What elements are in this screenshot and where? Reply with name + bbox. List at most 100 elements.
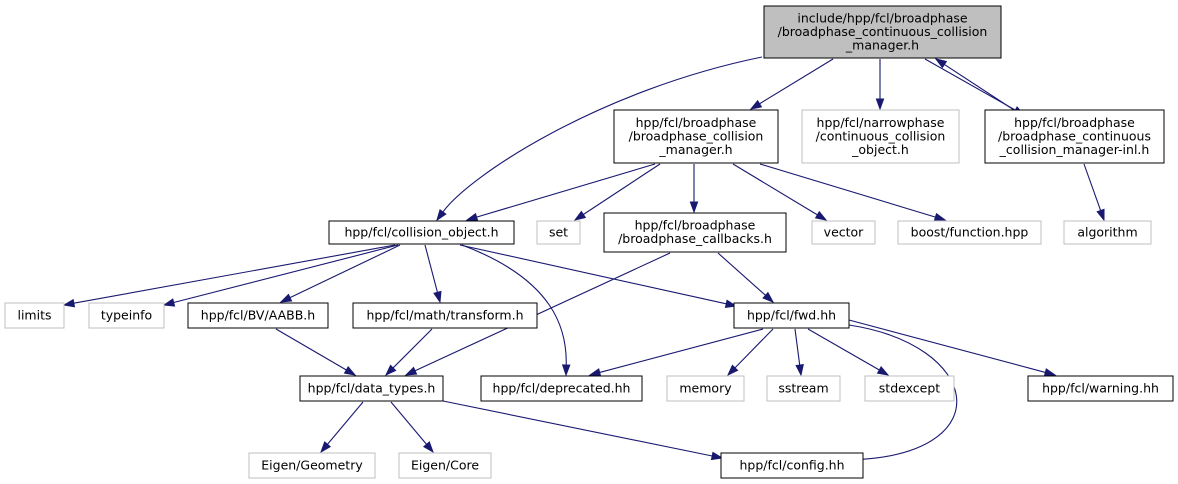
node-label-line: boost/function.hpp [911,224,1029,239]
edge-line [442,400,713,457]
node-label-line: Eigen/Geometry [261,457,363,472]
node-cb[interactable]: hpp/fcl/broadphase/broadphase_callbacks.… [603,212,787,253]
node-box [897,220,1042,245]
arrowhead [588,368,602,377]
edge-datatypes-to-config [442,400,724,461]
node-co[interactable]: hpp/fcl/collision_object.h [328,220,515,245]
edge-line [173,244,399,304]
node-warning[interactable]: hpp/fcl/warning.hh [1027,375,1174,402]
arrowhead [814,210,828,221]
edge-line [289,244,401,299]
edge-line [848,319,1046,373]
node-label-line: /broadphase_collision [629,128,764,143]
arrowhead [749,99,763,110]
node-box [299,375,444,402]
node-label-line: _object.h [851,142,909,157]
node-fwd[interactable]: hpp/fcl/fwd.hh [733,302,850,329]
edge-bcm-to-set [573,163,661,221]
edge-aabb-to-datatypes [275,328,357,376]
edge-line [275,328,347,371]
node-inl[interactable]: hpp/fcl/broadphase/broadphase_continuous… [984,109,1165,164]
node-label-line: stdexcept [879,380,940,395]
arrowhead [710,451,724,461]
edge-fwd-to-warning [848,319,1057,377]
edge-line [583,163,661,215]
node-root[interactable]: include/hpp/fcl/broadphase/broadphase_co… [763,5,1002,59]
node-limits: limits [4,302,65,329]
edge-line [732,163,818,216]
node-label-line: Eigen/Core [411,457,479,472]
edge-line [392,328,433,369]
arrowhead [762,291,775,303]
arrowhead [465,212,479,222]
edge-root-to-bcm [749,58,834,110]
node-eigencore: Eigen/Core [398,452,492,479]
arrowhead [934,58,948,69]
arrowhead [422,441,434,454]
node-label-line: hpp/fcl/broadphase [1014,115,1135,130]
node-datatypes[interactable]: hpp/fcl/data_types.h [299,375,444,402]
node-box [536,220,581,245]
node-label-line: hpp/fcl/broadphase [636,115,757,130]
node-label-line: include/hpp/fcl/broadphase [797,10,968,25]
arrowhead [320,441,332,454]
node-label-line: _collision_manager-inl.h [999,142,1150,157]
edge-cb-to-datatypes [404,252,671,376]
arrowhead [162,298,176,307]
node-aabb[interactable]: hpp/fcl/BV/AABB.h [187,302,329,329]
arrowhead [404,366,418,376]
node-label-line: set [549,224,568,239]
edge-fwd-to-memory [726,328,774,377]
edge-co-to-transform [424,244,442,304]
node-box [1027,375,1174,402]
arrowhead [1043,368,1057,377]
edges-layer [62,56,1105,464]
node-box [766,375,841,402]
edge-co-to-aabb [279,244,401,303]
edge-line [717,252,766,296]
node-label-line: hpp/fcl/narrowphase [817,115,945,130]
edge-fwd-to-stdexcept [807,328,890,376]
edge-datatypes-to-eigengeo [320,401,364,454]
arrowhead [726,364,739,377]
edge-inl-to-algorithm [1083,163,1105,222]
node-box [613,109,779,164]
edge-bcm-to-co [465,163,656,222]
edge-fwd-to-deprecated [588,328,764,377]
arrowhead [436,208,447,222]
node-eigengeo: Eigen/Geometry [248,452,376,479]
edge-root-to-co [436,56,763,222]
node-deprecated[interactable]: hpp/fcl/deprecated.hh [480,375,643,402]
node-label-line: hpp/fcl/collision_object.h [344,224,498,239]
nodes-layer: include/hpp/fcl/broadphase/broadphase_co… [4,5,1174,479]
node-label-line: _manager.h [658,142,732,157]
node-set: set [536,220,581,245]
arrowhead [933,212,947,222]
node-label-line: algorithm [1077,224,1137,239]
node-transform[interactable]: hpp/fcl/math/transform.h [352,302,538,329]
arrowhead [573,210,587,221]
node-label-line: hpp/fcl/config.hh [739,457,844,472]
node-box [763,5,1002,59]
edge-transform-to-datatypes [384,328,433,377]
node-label-line: limits [17,307,51,322]
node-box [352,302,538,329]
node-box [480,375,643,402]
node-label-line: hpp/fcl/math/transform.h [366,307,523,322]
node-label-line: /broadphase_continuous [998,128,1151,143]
node-box [88,302,165,329]
edge-inl-to-root [934,58,1015,111]
node-box [328,220,515,245]
arrowhead [62,298,76,308]
node-config[interactable]: hpp/fcl/config.hh [720,452,864,479]
arrowhead [343,365,357,376]
edge-line [327,401,364,445]
edge-line [944,64,1015,111]
edge-bcm-to-cb [689,164,699,214]
edge-line [459,244,727,305]
node-algorithm: algorithm [1063,220,1152,245]
edge-co-to-fwd [459,244,738,308]
edge-bcm-to-vector [732,163,828,221]
node-bcm[interactable]: hpp/fcl/broadphase/broadphase_collision_… [613,109,779,164]
edge-co-to-limits [62,244,396,308]
